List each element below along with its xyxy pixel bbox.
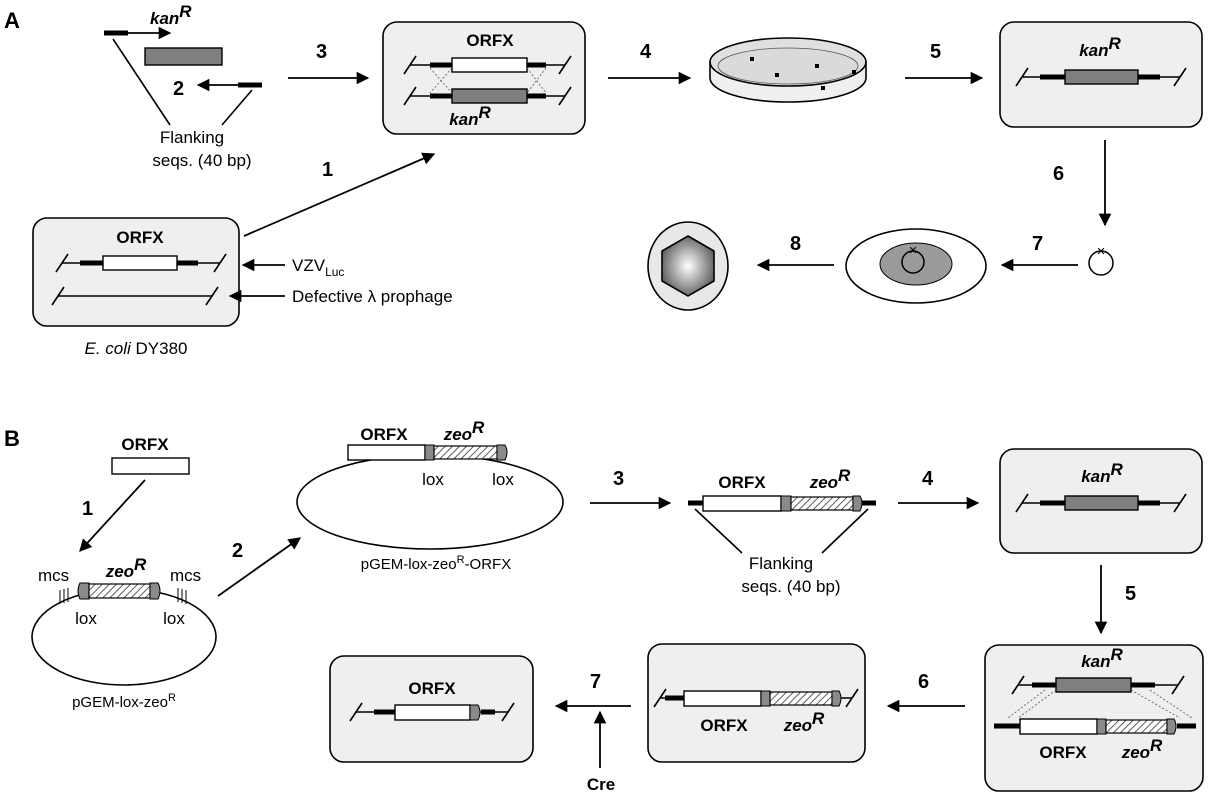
plasmid-pgem-lox-zeor: zeoR mcs mcs lox lox pGEM-lox-zeoR bbox=[31, 555, 217, 711]
circular-genome-icon: × bbox=[1088, 243, 1114, 276]
step-b-2: 2 bbox=[232, 540, 243, 562]
orfx-label-recomb-b: ORFX bbox=[1039, 743, 1087, 762]
panel-label-a: A bbox=[4, 8, 20, 33]
orfx-label-plasmid2: ORFX bbox=[360, 425, 408, 444]
kanr-label-recomb: kanR bbox=[449, 103, 491, 129]
flanking-label-b-2: seqs. (40 bp) bbox=[741, 577, 840, 596]
cre-label: Cre bbox=[587, 775, 615, 794]
kanr-label-primer: kanR bbox=[150, 2, 192, 28]
kanr-bac-box-a: kanR bbox=[999, 21, 1203, 128]
kanr-label-bac-a: kanR bbox=[1079, 34, 1121, 60]
lox-label-left-2: lox bbox=[422, 470, 444, 489]
kanr-bac-box-b: kanR bbox=[999, 448, 1203, 554]
arrow-b-2 bbox=[217, 537, 302, 597]
virion-icon bbox=[647, 221, 729, 311]
step-b-5: 5 bbox=[1125, 583, 1136, 605]
zeor-label-plasmid1: zeoR bbox=[105, 555, 147, 581]
orfx-label-final: ORFX bbox=[408, 679, 456, 698]
infected-cell-icon: × bbox=[845, 228, 987, 304]
zeor-label-plasmid2: zeoR bbox=[443, 418, 485, 444]
step-b-7: 7 bbox=[590, 671, 601, 693]
step-b-1: 1 bbox=[82, 498, 93, 520]
step-a-1: 1 bbox=[322, 159, 333, 181]
prophage-label: Defective λ prophage bbox=[292, 287, 453, 306]
pcr-product-b: ORFX zeoR Flanking seqs. (40 bp) bbox=[688, 466, 876, 596]
orfx-zeor-bac-box: ORFX zeoR bbox=[647, 643, 866, 763]
orfx-label-ecoli: ORFX bbox=[116, 228, 164, 247]
arrow-a-1 bbox=[243, 152, 436, 237]
lox-label-left-1: lox bbox=[75, 609, 97, 628]
lox-label-right-2: lox bbox=[492, 470, 514, 489]
petri-dish-icon bbox=[709, 37, 867, 103]
zeor-label-pcr: zeoR bbox=[809, 466, 851, 492]
flanking-label-a-2: seqs. (40 bp) bbox=[152, 151, 251, 170]
mcs-label-left: mcs bbox=[38, 566, 69, 585]
kanr-label-recomb-b: kanR bbox=[1081, 645, 1123, 671]
arrow-b-1 bbox=[79, 479, 146, 552]
step-b-4: 4 bbox=[922, 468, 934, 490]
zeor-label-recomb-b: zeoR bbox=[1121, 736, 1163, 762]
orfx-label-fragment-b: ORFX bbox=[121, 435, 169, 454]
step-a-4: 4 bbox=[640, 41, 652, 63]
step-a-7: 7 bbox=[1032, 233, 1043, 255]
plasmid2-caption: pGEM-lox-zeoR-ORFX bbox=[361, 554, 511, 573]
step-a-3: 3 bbox=[316, 41, 327, 63]
step-a-2: 2 bbox=[173, 78, 184, 100]
recombination-box-b: kanR ORFX zeoR bbox=[984, 644, 1204, 792]
kanr-label-bac-b: kanR bbox=[1081, 460, 1123, 486]
plasmid-pgem-lox-zeor-orfx: ORFX zeoR lox lox pGEM-lox-zeoR-ORFX bbox=[296, 418, 564, 573]
step-a-6: 6 bbox=[1053, 163, 1064, 185]
vzv-label: VZVLuc bbox=[292, 256, 344, 279]
zeor-label-box6: zeoR bbox=[783, 709, 825, 735]
recombination-box-a: ORFX kanR bbox=[382, 21, 586, 135]
step-a-5: 5 bbox=[930, 41, 941, 63]
flanking-label-a-1: Flanking bbox=[160, 128, 224, 147]
flanking-label-b-1: Flanking bbox=[749, 554, 813, 573]
lox-label-right-1: lox bbox=[163, 609, 185, 628]
final-orfx-bac-box: ORFX bbox=[329, 655, 534, 763]
svg-text:×: × bbox=[909, 242, 918, 259]
orfx-label-pcr: ORFX bbox=[718, 473, 766, 492]
orfx-fragment-b bbox=[111, 457, 190, 475]
panel-label-b: B bbox=[4, 426, 20, 451]
step-b-6: 6 bbox=[918, 671, 929, 693]
mcs-label-right: mcs bbox=[170, 566, 201, 585]
step-b-3: 3 bbox=[613, 468, 624, 490]
pcr-primers-a: kanR 2 Flanking seqs. (40 bp) bbox=[104, 2, 262, 170]
ecoli-box: ORFX bbox=[32, 217, 240, 327]
step-a-8: 8 bbox=[790, 233, 801, 255]
ecoli-caption: E. coli DY380 bbox=[85, 339, 188, 358]
plasmid1-caption: pGEM-lox-zeoR bbox=[72, 692, 176, 711]
svg-text:×: × bbox=[1097, 243, 1106, 260]
orfx-label-box6: ORFX bbox=[700, 716, 748, 735]
orfx-label-recomb: ORFX bbox=[466, 31, 514, 50]
kanr-fragment bbox=[144, 47, 223, 66]
